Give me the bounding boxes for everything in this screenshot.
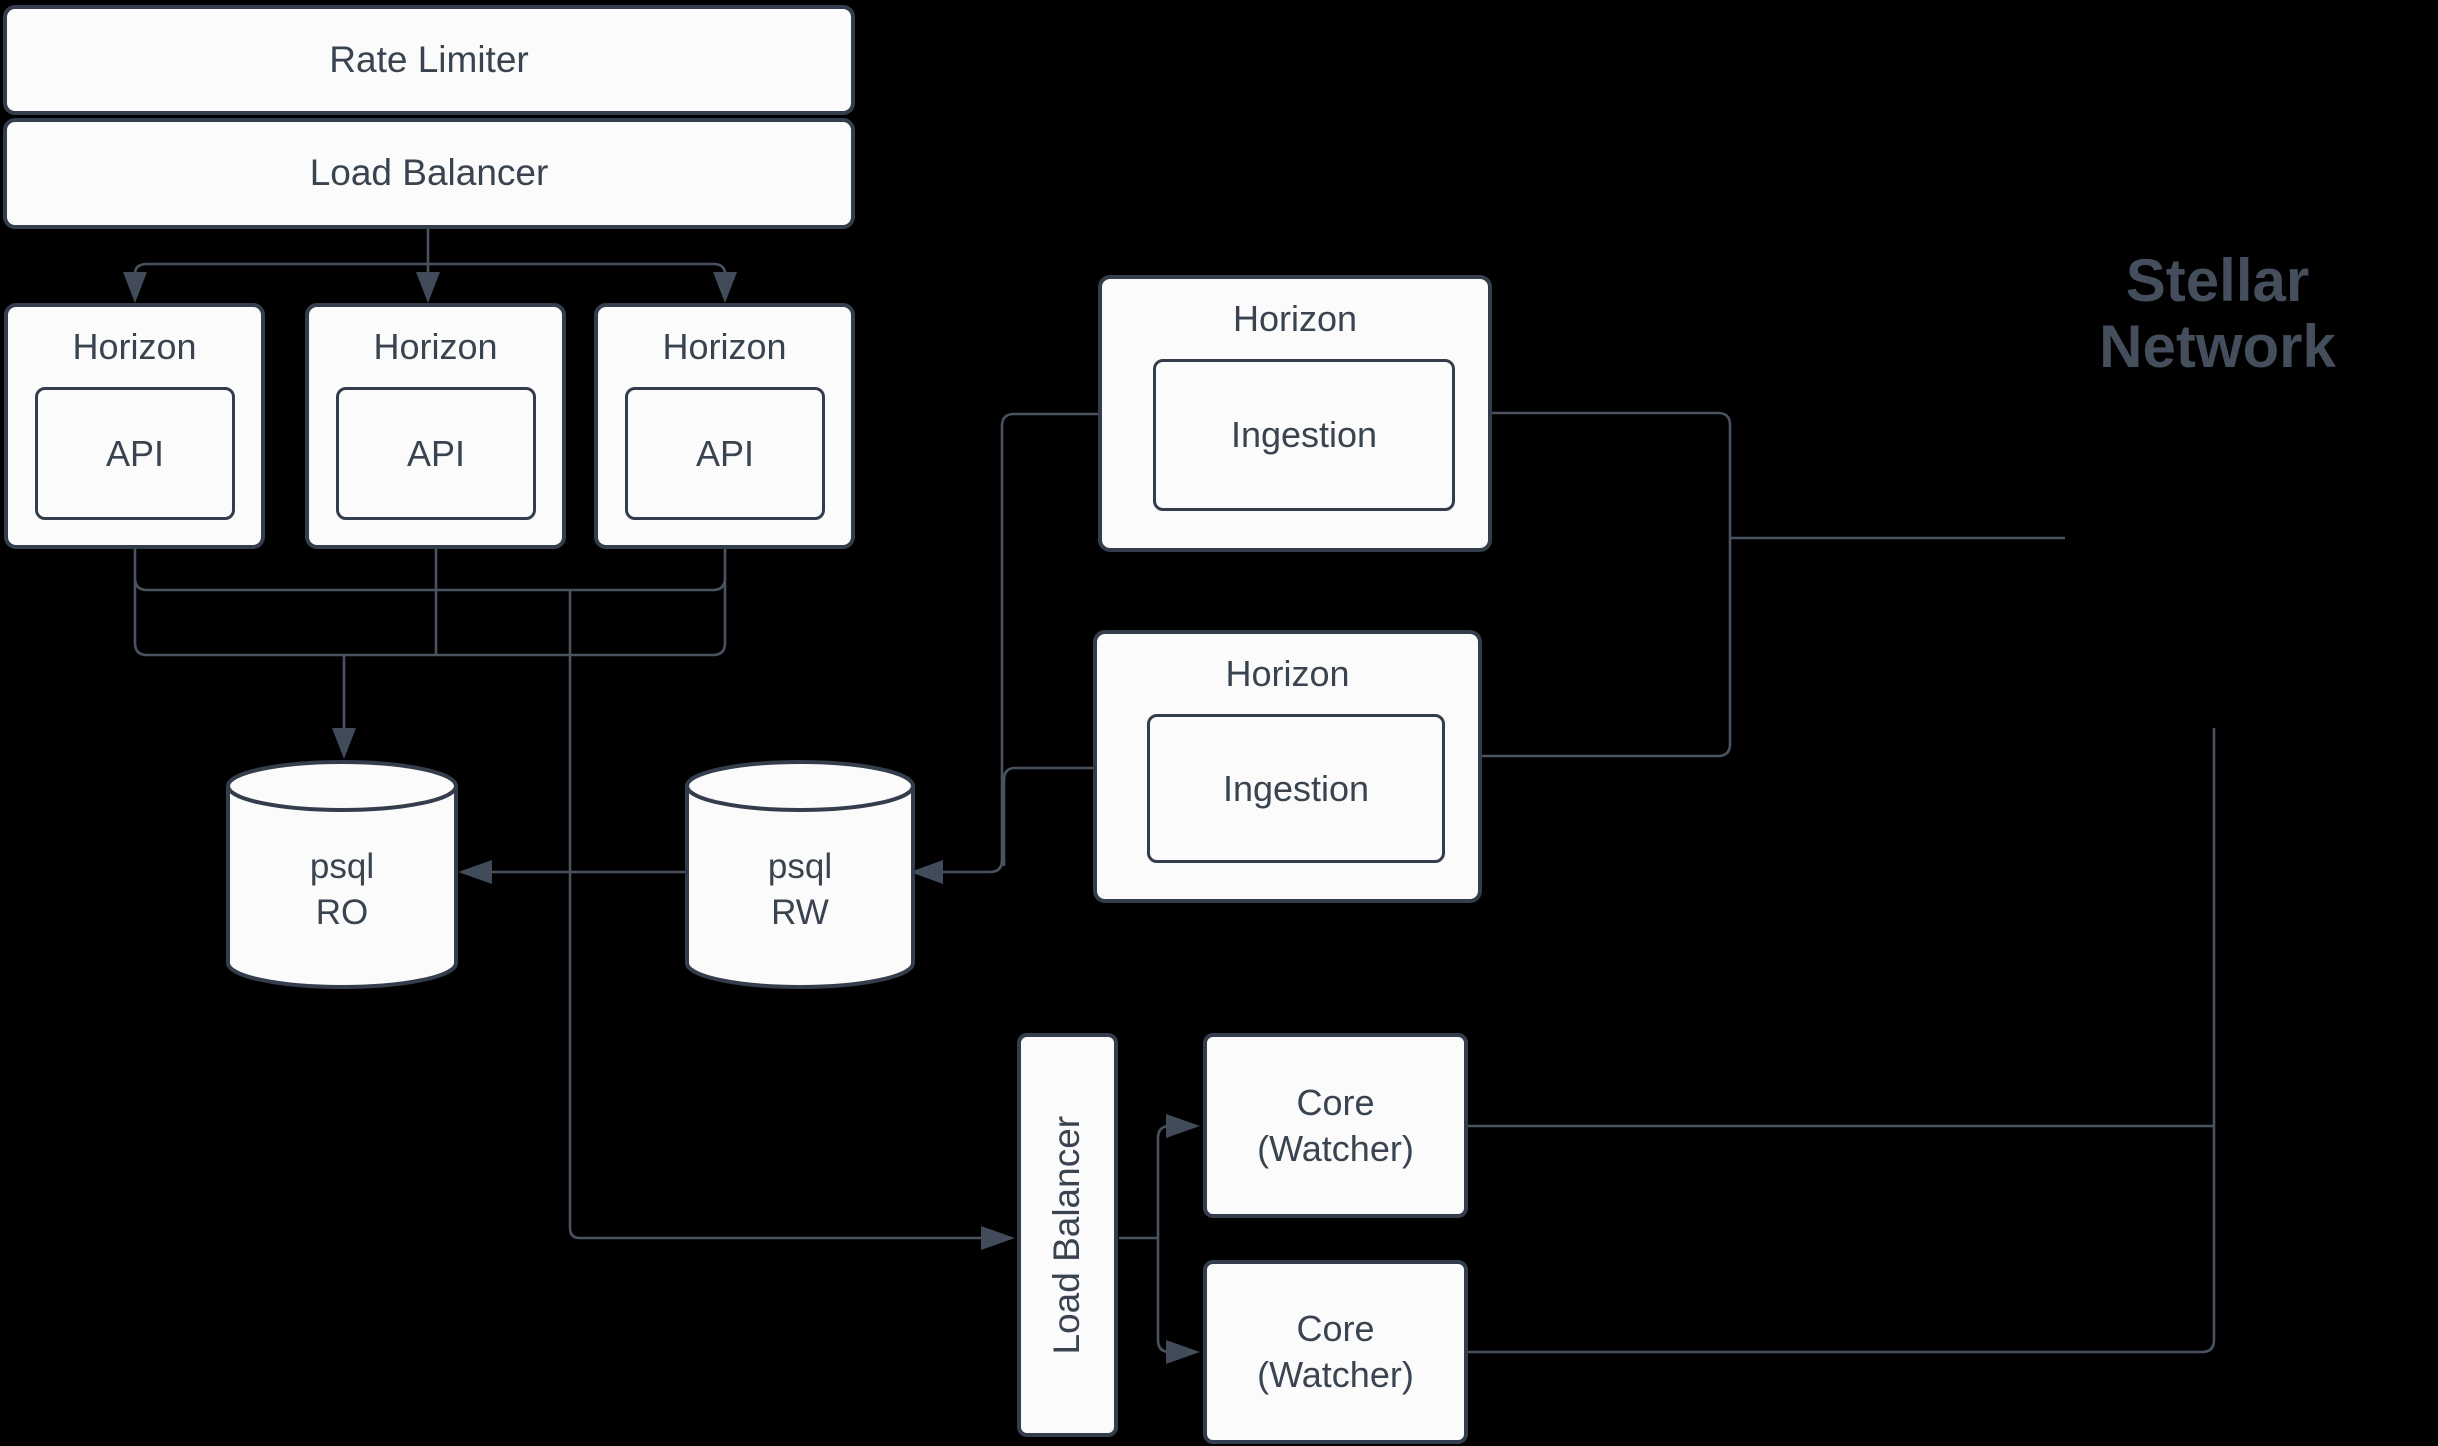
db-ro-line2: RO <box>315 893 369 932</box>
horizon1-title: Horizon <box>72 326 197 367</box>
edge-ingestion1-to-rw <box>943 412 1098 874</box>
load-balancer-top-label: Load Balancer <box>309 152 549 194</box>
api2-label: API <box>406 432 466 474</box>
arrowhead-core1 <box>1166 1114 1200 1138</box>
db-ro-label: psql RO <box>228 844 456 936</box>
core1-line2: (Watcher) <box>1257 1127 1414 1169</box>
arrowhead-psql-ro-side <box>458 860 492 884</box>
api-subnode-3: API <box>625 387 825 520</box>
core2-line1: Core <box>1296 1308 1375 1349</box>
ingestion2-label: Ingestion <box>1222 767 1370 809</box>
core2-line2: (Watcher) <box>1257 1354 1414 1395</box>
horizon-api-node-3: Horizon API <box>594 303 855 549</box>
api-subnode-1: API <box>35 387 235 520</box>
ingestion-subnode-1: Ingestion <box>1153 359 1455 511</box>
horizon-ingestion-node-2: Horizon Ingestion <box>1093 630 1482 903</box>
horizon-ingestion-node-1: Horizon Ingestion <box>1098 275 1492 552</box>
ingestion1-title: Horizon <box>1232 298 1358 339</box>
stellar-network-label: Stellar Network <box>2085 248 2350 380</box>
db-ro-cylinder <box>226 760 458 989</box>
edge-to-core-lb <box>568 590 981 1240</box>
ingestion1-label: Ingestion <box>1230 414 1378 456</box>
load-balancer-top-node: Load Balancer <box>3 118 855 229</box>
core-watcher-node-1: Core (Watcher) <box>1203 1033 1468 1218</box>
horizon2-title: Horizon <box>373 326 498 367</box>
db-rw-line2: RW <box>771 893 829 932</box>
load-balancer-core-label: Load Balancer <box>1046 1115 1088 1355</box>
arrowhead-psql-rw <box>910 860 943 884</box>
horizon3-title: Horizon <box>662 326 787 367</box>
ingestion-subnode-2: Ingestion <box>1147 714 1445 863</box>
edge-rail1 <box>133 577 727 592</box>
api1-label: API <box>105 432 165 474</box>
edge-ingestion2-to-rw <box>1002 766 1093 866</box>
load-balancer-core-node: Load Balancer <box>1017 1033 1118 1437</box>
db-rw-cylinder <box>685 760 915 989</box>
edge-ingestions-right <box>1482 411 1732 758</box>
core-watcher-node-2: Core (Watcher) <box>1203 1260 1468 1444</box>
stellar-network-line2: Network <box>2099 313 2336 380</box>
stellar-network-line1: Stellar <box>2125 247 2310 314</box>
db-rw-label: psql RW <box>687 844 913 936</box>
db-rw-line1: psql <box>767 847 833 886</box>
api3-label: API <box>695 432 755 474</box>
arrowhead-horizon2 <box>416 272 440 303</box>
arrowhead-core2 <box>1166 1340 1200 1364</box>
db-ro-line1: psql <box>309 847 375 886</box>
arrowhead-horizon3 <box>713 272 737 303</box>
edge-core2-right <box>1468 728 2216 1354</box>
rate-limiter-node: Rate Limiter <box>3 5 855 115</box>
arrowhead-core-lb <box>981 1226 1015 1250</box>
horizon-api-node-2: Horizon API <box>305 303 566 549</box>
ingestion2-title: Horizon <box>1225 653 1350 694</box>
edge-api1-down <box>133 549 148 657</box>
edge-rail2 <box>147 642 727 657</box>
edge-lb-core-split <box>1119 1124 1171 1354</box>
api-subnode-2: API <box>336 387 536 520</box>
arrowhead-horizon1 <box>123 272 147 303</box>
core1-line1: Core <box>1296 1081 1375 1123</box>
rate-limiter-label: Rate Limiter <box>329 38 529 80</box>
arrowhead-psql-ro-top <box>332 728 356 759</box>
horizon-api-node-1: Horizon API <box>4 303 265 549</box>
